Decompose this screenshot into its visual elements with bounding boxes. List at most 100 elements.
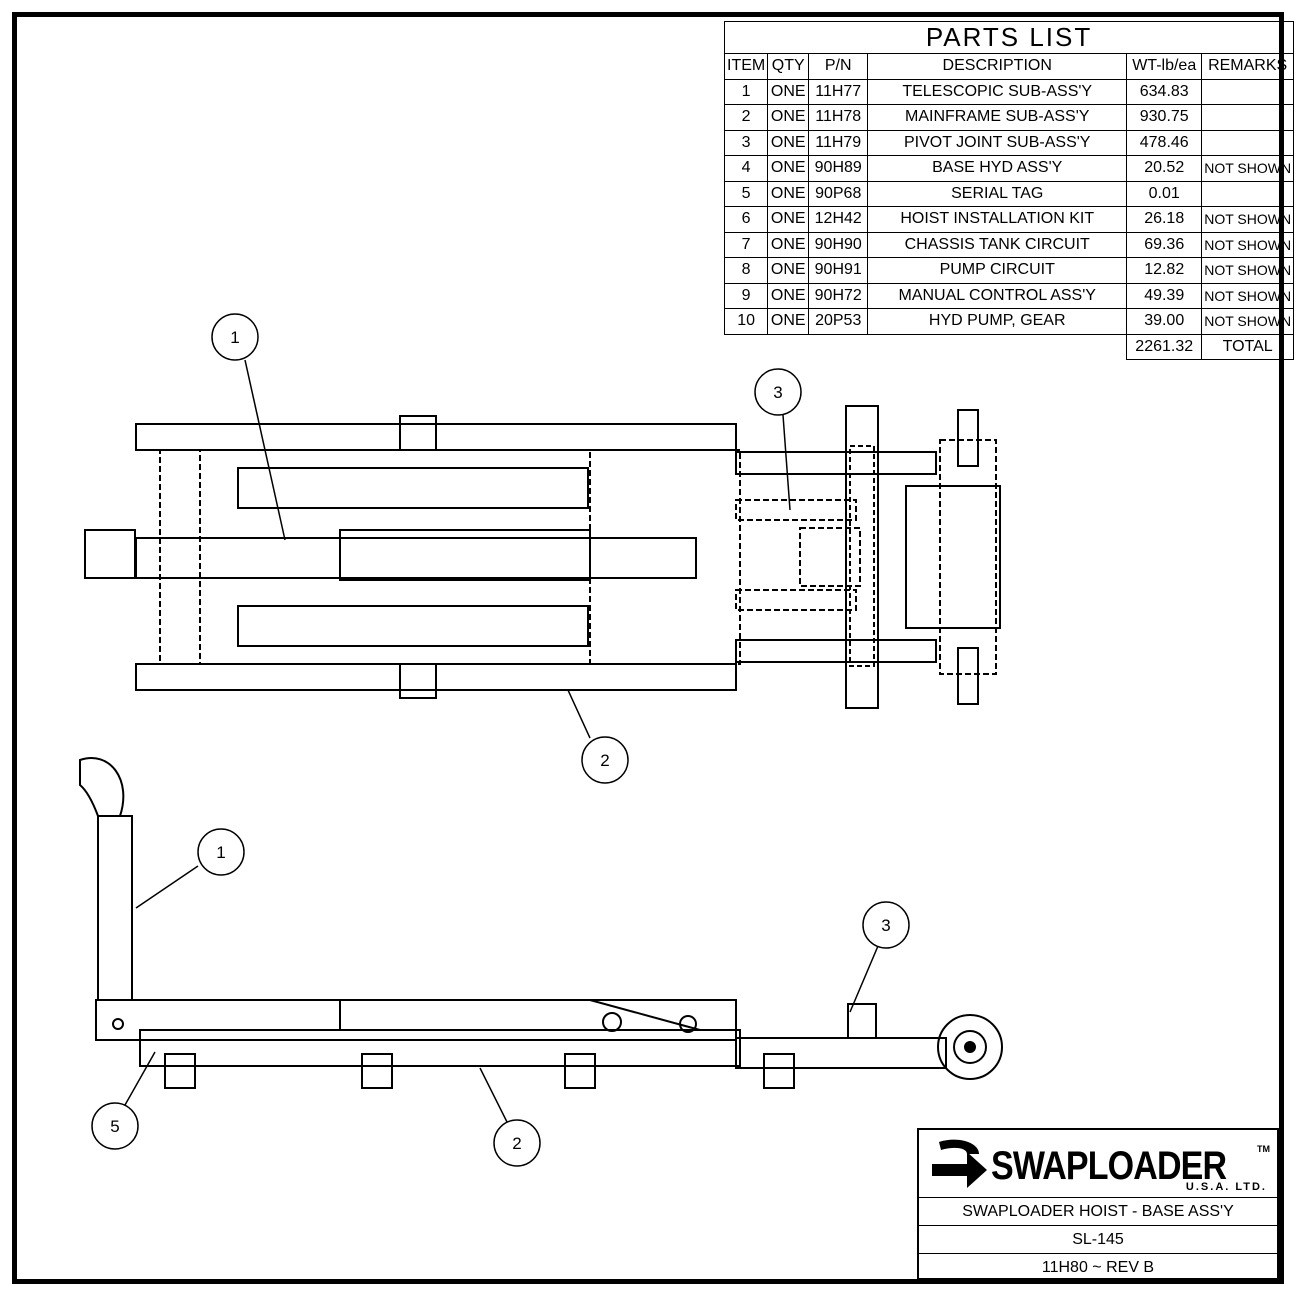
parts-cell: HOIST INSTALLATION KIT xyxy=(867,206,1128,233)
parts-cell: 0.01 xyxy=(1126,180,1203,207)
parts-cell: 5 xyxy=(723,180,769,207)
header-qty: QTY xyxy=(767,53,810,80)
parts-cell: 69.36 xyxy=(1126,231,1203,258)
parts-cell: 11H79 xyxy=(808,129,869,156)
svg-text:5: 5 xyxy=(110,1117,119,1136)
drawing-model: SL-145 xyxy=(919,1226,1277,1254)
balloon-top-2: 2 xyxy=(581,736,629,784)
parts-list-header: ITEM QTY P/N DESCRIPTION WT-lb/ea REMARK… xyxy=(723,53,1295,80)
parts-cell: ONE xyxy=(767,282,810,309)
parts-cell: BASE HYD ASS'Y xyxy=(867,155,1128,182)
parts-cell: TELESCOPIC SUB-ASS'Y xyxy=(867,78,1128,105)
side-view xyxy=(79,757,1003,1089)
parts-cell: 20P53 xyxy=(808,308,869,335)
top-cylinder-lower xyxy=(237,605,589,647)
svg-text:2: 2 xyxy=(600,751,609,770)
header-item: ITEM xyxy=(723,53,769,80)
parts-cell: HYD PUMP, GEAR xyxy=(867,308,1128,335)
parts-cell: 930.75 xyxy=(1126,104,1203,131)
parts-cell xyxy=(1201,78,1295,105)
parts-cell xyxy=(1201,180,1295,207)
svg-text:1: 1 xyxy=(216,843,225,862)
drawing-border xyxy=(12,12,1284,1284)
parts-list-total-row: 2261.32 TOTAL xyxy=(724,333,1295,360)
parts-cell: CHASSIS TANK CIRCUIT xyxy=(867,231,1128,258)
balloons: 1 3 2 1 3 5 2 xyxy=(91,313,910,1167)
parts-cell: 9 xyxy=(723,282,769,309)
parts-cell: 90H72 xyxy=(808,282,869,309)
parts-cell: 4 xyxy=(723,155,769,182)
logo-swirl-icon xyxy=(932,1139,987,1188)
balloon-side-5: 5 xyxy=(91,1102,139,1150)
side-upper-frame xyxy=(95,999,737,1041)
parts-cell: ONE xyxy=(767,155,810,182)
side-rear-frame xyxy=(735,1037,947,1069)
parts-cell xyxy=(1201,104,1295,131)
parts-cell: ONE xyxy=(767,308,810,335)
parts-cell: NOT SHOWN xyxy=(1201,257,1295,284)
side-main-frame xyxy=(139,1029,741,1067)
parts-cell: 20.52 xyxy=(1126,155,1203,182)
header-description: DESCRIPTION xyxy=(867,53,1128,80)
drawing-title: SWAPLOADER HOIST - BASE ASS'Y xyxy=(919,1198,1277,1226)
svg-text:3: 3 xyxy=(773,383,782,402)
top-pivot-plate xyxy=(845,405,879,709)
side-rear-roller xyxy=(937,1014,1003,1080)
parts-cell: ONE xyxy=(767,180,810,207)
drawing-part-rev: 11H80 ~ REV B xyxy=(1041,1259,1155,1276)
svg-text:2: 2 xyxy=(512,1134,521,1153)
total-label: TOTAL xyxy=(1201,333,1295,360)
balloon-side-1: 1 xyxy=(197,828,245,876)
parts-cell: MANUAL CONTROL ASS'Y xyxy=(867,282,1128,309)
parts-cell: ONE xyxy=(767,129,810,156)
leader-lines xyxy=(124,359,879,1123)
parts-cell: ONE xyxy=(767,257,810,284)
parts-cell: ONE xyxy=(767,78,810,105)
parts-cell: 2 xyxy=(723,104,769,131)
side-hook-arm xyxy=(97,815,133,1001)
logo-trademark: TM xyxy=(1257,1144,1270,1154)
svg-text:1: 1 xyxy=(230,328,239,347)
header-remarks: REMARKS xyxy=(1201,53,1295,80)
parts-cell: 90H90 xyxy=(808,231,869,258)
parts-cell: NOT SHOWN xyxy=(1201,231,1295,258)
top-cylinder-upper xyxy=(237,467,589,509)
logo-text: SWAPLOADER xyxy=(991,1144,1227,1188)
parts-cell: 3 xyxy=(723,129,769,156)
parts-list-title: PARTS LIST xyxy=(723,21,1295,54)
parts-cell: 39.00 xyxy=(1126,308,1203,335)
parts-cell: 10 xyxy=(723,308,769,335)
logo-subtitle: U.S.A. LTD. xyxy=(1185,1181,1267,1193)
swaploader-logo: SWAPLOADER TM U.S.A. LTD. xyxy=(919,1130,1277,1198)
parts-cell: 12H42 xyxy=(808,206,869,233)
top-boom xyxy=(135,537,697,579)
title-block: SWAPLOADER TM U.S.A. LTD. SWAPLOADER HOI… xyxy=(917,1128,1279,1280)
parts-cell: 11H78 xyxy=(808,104,869,131)
total-weight: 2261.32 xyxy=(1126,333,1203,360)
parts-cell: 6 xyxy=(723,206,769,233)
parts-cell: PUMP CIRCUIT xyxy=(867,257,1128,284)
parts-list-table: PARTS LIST ITEM QTY P/N DESCRIPTION WT-l… xyxy=(723,21,1295,360)
svg-text:3: 3 xyxy=(881,916,890,935)
top-view xyxy=(84,405,1001,709)
parts-cell: 90H89 xyxy=(808,155,869,182)
parts-cell: 1 xyxy=(723,78,769,105)
parts-cell: 478.46 xyxy=(1126,129,1203,156)
side-hook-tip xyxy=(79,757,125,817)
parts-cell: PIVOT JOINT SUB-ASS'Y xyxy=(867,129,1128,156)
balloon-top-3: 3 xyxy=(754,368,802,416)
balloon-side-2: 2 xyxy=(493,1119,541,1167)
balloon-top-1: 1 xyxy=(211,313,259,361)
balloon-side-3: 3 xyxy=(862,901,910,949)
parts-cell: 26.18 xyxy=(1126,206,1203,233)
